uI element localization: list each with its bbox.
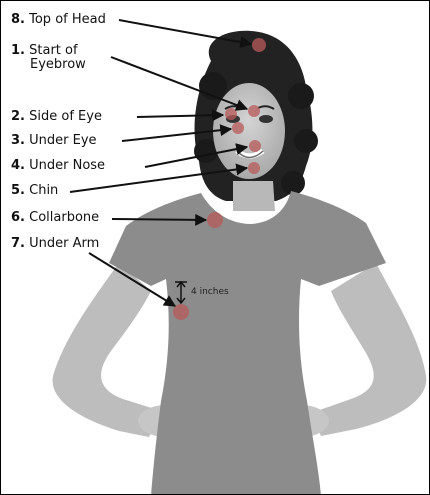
- label-number: 7.: [11, 236, 25, 251]
- label-under-nose: 4. Under Nose: [11, 159, 105, 173]
- tap-point-top-of-head: [252, 38, 266, 52]
- tap-point-under-nose: [249, 140, 261, 152]
- label-text: Start of: [29, 43, 77, 58]
- label-top-of-head: 8. Top of Head: [11, 13, 106, 27]
- label-number: 4.: [11, 158, 25, 173]
- label-text: Under Nose: [29, 158, 105, 173]
- t-shirt: [109, 191, 386, 495]
- label-side-of-eye: 2. Side of Eye: [11, 110, 102, 124]
- face: [213, 83, 285, 179]
- label-text: Top of Head: [29, 12, 106, 27]
- label-text: Under Arm: [29, 236, 99, 251]
- label-start-of-eyebrow: 1. Start of Eyebrow: [11, 44, 86, 72]
- label-chin: 5. Chin: [11, 184, 58, 198]
- arrow-collarbone: [112, 219, 206, 220]
- arrow-top-of-head: [119, 20, 251, 44]
- tap-point-under-arm: [173, 304, 189, 320]
- label-number: 3.: [11, 133, 25, 148]
- label-under-eye: 3. Under Eye: [11, 134, 97, 148]
- label-number: 1.: [11, 43, 25, 58]
- tap-point-chin: [248, 162, 260, 174]
- label-number: 8.: [11, 12, 25, 27]
- tap-point-collarbone: [207, 212, 223, 228]
- label-number: 6.: [11, 210, 25, 225]
- neck: [233, 181, 275, 211]
- measure-label: 4 inches: [191, 287, 229, 297]
- label-text: Collarbone: [29, 210, 99, 225]
- tap-point-start-of-eyebrow: [248, 105, 260, 117]
- tap-point-under-eye: [232, 122, 244, 134]
- label-number: 5.: [11, 183, 25, 198]
- label-text-line2: Eyebrow: [11, 57, 86, 72]
- label-text: Chin: [29, 183, 58, 198]
- label-text: Side of Eye: [29, 109, 102, 124]
- label-under-arm: 7. Under Arm: [11, 237, 99, 251]
- label-collarbone: 6. Collarbone: [11, 211, 99, 225]
- label-text: Under Eye: [29, 133, 96, 148]
- label-number: 2.: [11, 109, 25, 124]
- tap-point-side-of-eye: [225, 108, 237, 120]
